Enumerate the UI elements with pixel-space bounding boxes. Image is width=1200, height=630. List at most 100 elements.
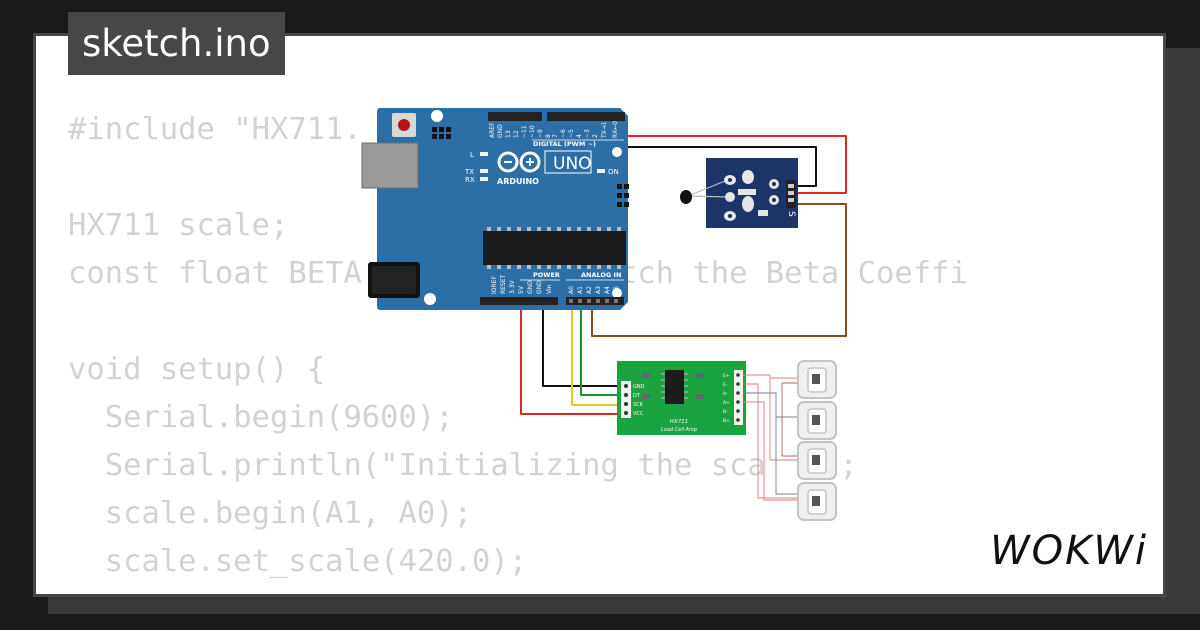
ntc-pin-signal: S: [786, 211, 796, 217]
hx711-pin-b-plus: B+: [723, 418, 730, 424]
hx711-pin-dt: DT: [633, 393, 641, 399]
analog-header[interactable]: [566, 297, 624, 305]
pin-label: ~3: [584, 129, 591, 138]
pin-label: ~9: [537, 129, 544, 138]
code-preview: #include "HX711. HX711 scale; const float …: [68, 106, 968, 586]
bottom-pin-labels: IOREF RESET 3.3V 5V GND GND Vin A0 A1 A2…: [491, 274, 620, 294]
code-line: scale.set_scale(420.0);: [68, 544, 528, 579]
led-label-tx: TX: [464, 168, 474, 176]
pin-label: 4: [576, 134, 583, 138]
load-cell[interactable]: [797, 482, 837, 521]
hx711-pin-a-plus: A+: [723, 400, 730, 406]
led-label-rx: RX: [465, 176, 475, 184]
thermistor-leads: [687, 178, 731, 198]
board-brand: ARDUINO: [497, 177, 539, 186]
pin-label: 7: [552, 134, 559, 138]
code-beta-head: const float BETA: [68, 256, 362, 291]
thermistor-icon: [680, 190, 692, 204]
wire-brown-signal: [591, 203, 847, 337]
wire-red-vcc: [520, 300, 618, 415]
code-line: Serial.begin(9600);: [68, 400, 454, 435]
pin-label: AREF: [489, 122, 496, 138]
pin-label: 13: [505, 130, 512, 138]
code-line: #include "HX711.: [68, 112, 362, 147]
led-label-l: L: [470, 151, 474, 159]
pin-label: RX←0: [612, 121, 619, 138]
led-tx: [480, 169, 488, 173]
board-model: UNO: [553, 154, 592, 174]
load-cell-wires: [743, 374, 800, 501]
code-line: Serial.println("Initializing the sca ");: [68, 442, 968, 490]
hx711-pin-e-plus: E+: [723, 373, 730, 379]
hx711-subtitle: Load Cell Amp: [661, 427, 697, 433]
pin-label: A2: [586, 286, 593, 294]
hx711-pin-b-minus: B-: [723, 409, 728, 415]
pin-label: GND: [497, 124, 504, 138]
pin-label: GND: [527, 280, 534, 294]
pin-label: ~6: [560, 129, 567, 138]
wire-yellow-sck: [571, 300, 618, 406]
pin-label: Vin: [546, 284, 553, 294]
mount-hole: [431, 110, 443, 122]
wokwi-logo: WOKWi: [990, 528, 1148, 574]
hx711-chip: [665, 370, 684, 404]
pin-label: A5: [613, 286, 620, 294]
on-label: ON: [608, 168, 619, 176]
hx711-pin-a-minus: A-: [723, 391, 728, 397]
ntc-pin-minus: -: [796, 172, 806, 175]
ntc-temperature-sensor[interactable]: - S: [680, 158, 806, 228]
pin-label: A4: [604, 286, 611, 294]
hx711-right-header[interactable]: [734, 370, 743, 425]
analog-label: ANALOG IN: [581, 271, 621, 279]
pin-label: ~11: [521, 125, 528, 138]
pin-label: 3.3V: [509, 279, 516, 294]
wire-green-dt: [580, 300, 618, 396]
code-line: void setup() {: [68, 352, 326, 387]
pin-label: ~5: [568, 129, 575, 138]
pin-label: A3: [595, 286, 602, 294]
led-on: [597, 169, 605, 173]
atmega-chip: [483, 231, 626, 265]
hx711-pin-e-minus: E-: [723, 382, 728, 388]
hx711-name: HX711: [670, 419, 688, 425]
power-label: POWER: [533, 271, 560, 279]
led-rx: [480, 177, 488, 181]
code-println-head: Serial.println("Initializing the sca: [68, 448, 766, 483]
top-pin-labels: AREF GND 13 12 ~11 ~10 ~9 8 7 ~6 ~5 4 ~3…: [489, 121, 619, 139]
mount-hole: [424, 293, 436, 305]
led-l: [480, 152, 488, 156]
pin-label: IOREF: [491, 276, 498, 294]
pin-label: 5V: [518, 285, 525, 294]
pin-label: RESET: [500, 274, 507, 294]
mount-hole: [612, 147, 622, 157]
usb-port: [361, 142, 419, 189]
load-cell[interactable]: [797, 401, 837, 440]
code-line: scale.begin(A1, A0);: [68, 496, 472, 531]
pin-label: A0: [568, 286, 575, 294]
pin-label: 12: [513, 130, 520, 138]
hx711-pin-sck: SCK: [633, 402, 644, 408]
pin-label: 8: [545, 134, 552, 138]
hx711-module[interactable]: GND DT SCK VCC E+ E- A- A+ B- B+ HX711 L…: [617, 361, 746, 435]
hx711-left-header[interactable]: [621, 381, 631, 418]
load-cell[interactable]: [797, 360, 837, 399]
hx711-pin-gnd: GND: [633, 384, 645, 390]
mount-hole: [612, 288, 622, 298]
wire-black-gnd: [542, 300, 618, 387]
digital-header[interactable]: [547, 112, 625, 121]
pin-label: ~10: [529, 125, 536, 138]
load-cell[interactable]: [797, 441, 837, 480]
arduino-logo-icon: [497, 151, 541, 173]
hx711-pin-vcc: VCC: [633, 411, 644, 417]
pin-label: GND: [536, 280, 543, 294]
pin-label: 2: [592, 134, 599, 138]
digital-label: DIGITAL (PWM ~): [533, 140, 596, 148]
file-title-tab: sketch.ino: [68, 12, 285, 75]
arduino-uno-board[interactable]: AREF GND 13 12 ~11 ~10 ~9 8 7 ~6 ~5 4 ~3…: [361, 108, 629, 310]
code-line: HX711 scale;: [68, 208, 289, 243]
power-header[interactable]: [480, 297, 558, 305]
pin-label: TX→1: [601, 121, 608, 139]
pin-label: A1: [577, 286, 584, 294]
digital-header[interactable]: [488, 112, 542, 121]
